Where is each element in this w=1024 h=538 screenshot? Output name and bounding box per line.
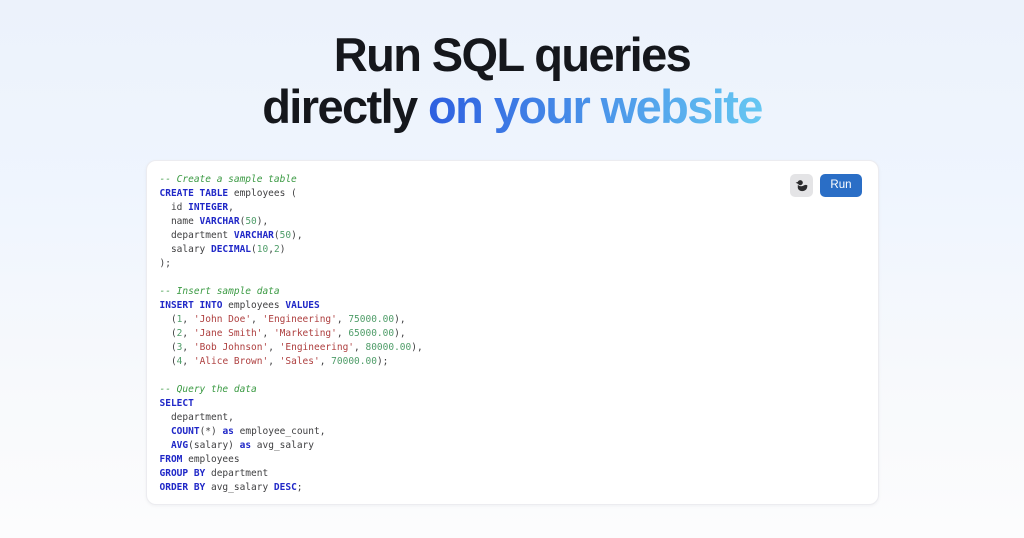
code-line: );: [159, 258, 171, 269]
code-line: SELECT: [159, 398, 194, 409]
duck-button[interactable]: [790, 174, 814, 197]
code-line: GROUP BY department: [159, 468, 269, 479]
code-line: -- Create a sample table: [159, 174, 297, 185]
code-line: [160, 369, 865, 383]
duck-icon: [796, 180, 808, 192]
code-line: ORDER BY avg_salary DESC;: [159, 482, 303, 493]
page-title-line1: Run SQL queries: [333, 28, 692, 81]
code-line: salary DECIMAL(10,2): [159, 244, 286, 255]
code-line: (2, 'Jane Smith', 'Marketing', 65000.00)…: [159, 328, 406, 339]
code-line: department VARCHAR(50),: [159, 230, 303, 241]
code-line: FROM employees: [159, 454, 240, 465]
run-button[interactable]: Run: [820, 174, 862, 197]
code-line: (3, 'Bob Johnson', 'Engineering', 80000.…: [159, 342, 423, 353]
code-line: -- Query the data: [159, 384, 257, 395]
page-title-line2-dark: directly: [262, 80, 429, 133]
code-line: name VARCHAR(50),: [159, 216, 269, 227]
page-title-line2-gradient: on your website: [428, 80, 763, 133]
code-line: INSERT INTO employees VALUES: [159, 300, 320, 311]
code-line: AVG(salary) as avg_salary: [170, 440, 314, 451]
code-line: id INTEGER,: [159, 202, 234, 213]
page-title-line2: directly on your website: [262, 80, 763, 133]
code-line: -- Insert sample data: [159, 286, 280, 297]
code-line: CREATE TABLE employees (: [159, 188, 297, 199]
editor-toolbar: Run: [790, 174, 862, 197]
code-line: [160, 271, 865, 285]
page-title: Run SQL queries directly on your website: [0, 29, 1024, 133]
code-line: department,: [159, 412, 234, 423]
code-line: (4, 'Alice Brown', 'Sales', 70000.00);: [159, 356, 389, 367]
code-line: COUNT(*) as employee_count,: [170, 426, 326, 437]
hero-section: Run SQL queries directly on your website: [0, 0, 1024, 133]
code-line: (1, 'John Doe', 'Engineering', 75000.00)…: [159, 314, 406, 325]
